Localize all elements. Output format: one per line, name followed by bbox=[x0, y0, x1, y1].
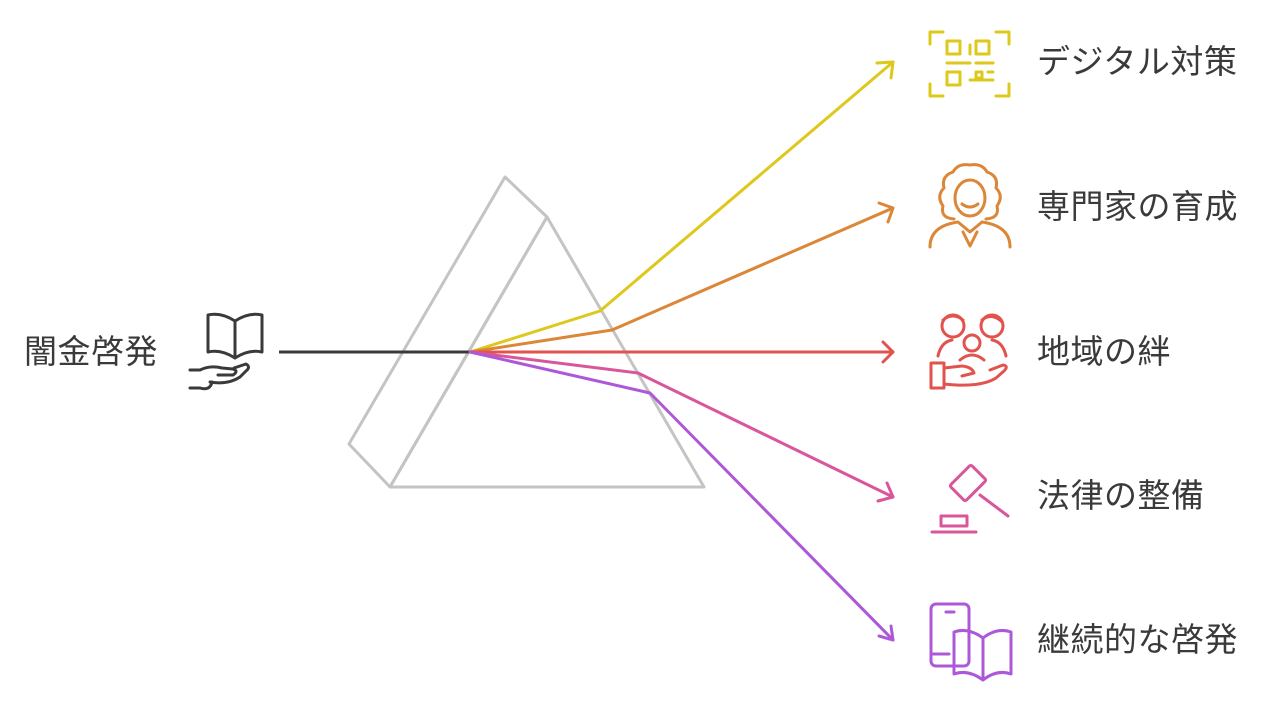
ray-arrowhead bbox=[875, 60, 895, 80]
branch-label-community-bonds: 地域の絆 bbox=[1037, 332, 1171, 371]
phone-book-icon bbox=[929, 602, 1013, 682]
branch-label-expert-training: 専門家の育成 bbox=[1037, 187, 1238, 226]
ray-1 bbox=[468, 201, 895, 354]
ray-arrowhead bbox=[881, 340, 895, 364]
branch-label-legal-framework: 法律の整備 bbox=[1037, 476, 1205, 515]
branch-label-continuous-awareness: 継続的な啓発 bbox=[1037, 620, 1238, 659]
judge-icon bbox=[928, 163, 1012, 249]
ray-3 bbox=[468, 350, 895, 503]
qr-code-icon bbox=[928, 30, 1011, 98]
ray-line bbox=[468, 60, 895, 354]
branch-label-digital-measures: デジタル対策 bbox=[1037, 42, 1238, 81]
prism bbox=[347, 175, 706, 489]
gavel-icon bbox=[930, 463, 1010, 534]
prism-back-face bbox=[347, 175, 549, 489]
ray-arrowhead bbox=[877, 201, 895, 224]
source-label: 闇金啓発 bbox=[24, 332, 158, 371]
ray-arrowhead bbox=[876, 481, 895, 503]
hand-holding-book-icon bbox=[188, 312, 264, 391]
ray-line bbox=[468, 350, 895, 499]
ray-line bbox=[468, 350, 895, 642]
ray-4 bbox=[468, 350, 895, 642]
ray-line bbox=[468, 206, 895, 354]
community-hand-icon bbox=[929, 313, 1008, 390]
ray-0 bbox=[468, 60, 895, 354]
ray-arrowhead bbox=[877, 624, 895, 642]
ray-2 bbox=[468, 340, 895, 364]
